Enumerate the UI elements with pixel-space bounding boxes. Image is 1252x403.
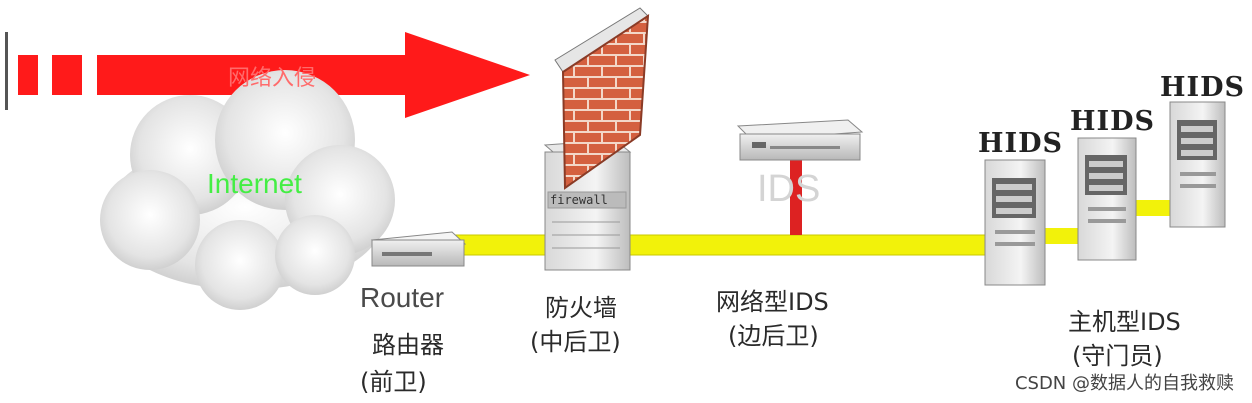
- brick-wall-icon: [554, 7, 650, 190]
- hids-tag-2: HIDS: [1070, 106, 1156, 137]
- network-ids-label: 网络型IDS: [716, 288, 829, 316]
- csdn-watermark: CSDN @数据人的自我救赎: [1014, 373, 1234, 394]
- hids-tag-3: HIDS: [1160, 72, 1246, 103]
- intrusion-arrow-label: 网络入侵: [228, 66, 317, 91]
- host-ids-role-label: (守门员): [1072, 342, 1163, 370]
- router-role-label: (前卫): [360, 368, 427, 396]
- firewall-cn-label: 防火墙: [545, 294, 617, 322]
- host-server-3-icon: [1169, 101, 1226, 228]
- ids-sensor-icon: [736, 119, 864, 235]
- internet-cloud-icon: [100, 70, 395, 310]
- hids-tag-1: HIDS: [978, 128, 1064, 159]
- internet-label: Internet: [207, 168, 302, 199]
- host-ids-label: 主机型IDS: [1068, 308, 1181, 336]
- router-label: Router: [360, 282, 445, 313]
- host-server-2-icon: [1077, 137, 1137, 261]
- network-ids-role-label: (边后卫): [728, 322, 819, 350]
- router-icon: [370, 231, 467, 267]
- firewall-panel-text: firewall: [550, 193, 608, 207]
- firewall-role-label: (中后卫): [530, 328, 621, 356]
- host-server-1-icon: [984, 159, 1046, 286]
- router-cn-label: 路由器: [372, 331, 444, 359]
- ids-label: IDS: [757, 168, 821, 210]
